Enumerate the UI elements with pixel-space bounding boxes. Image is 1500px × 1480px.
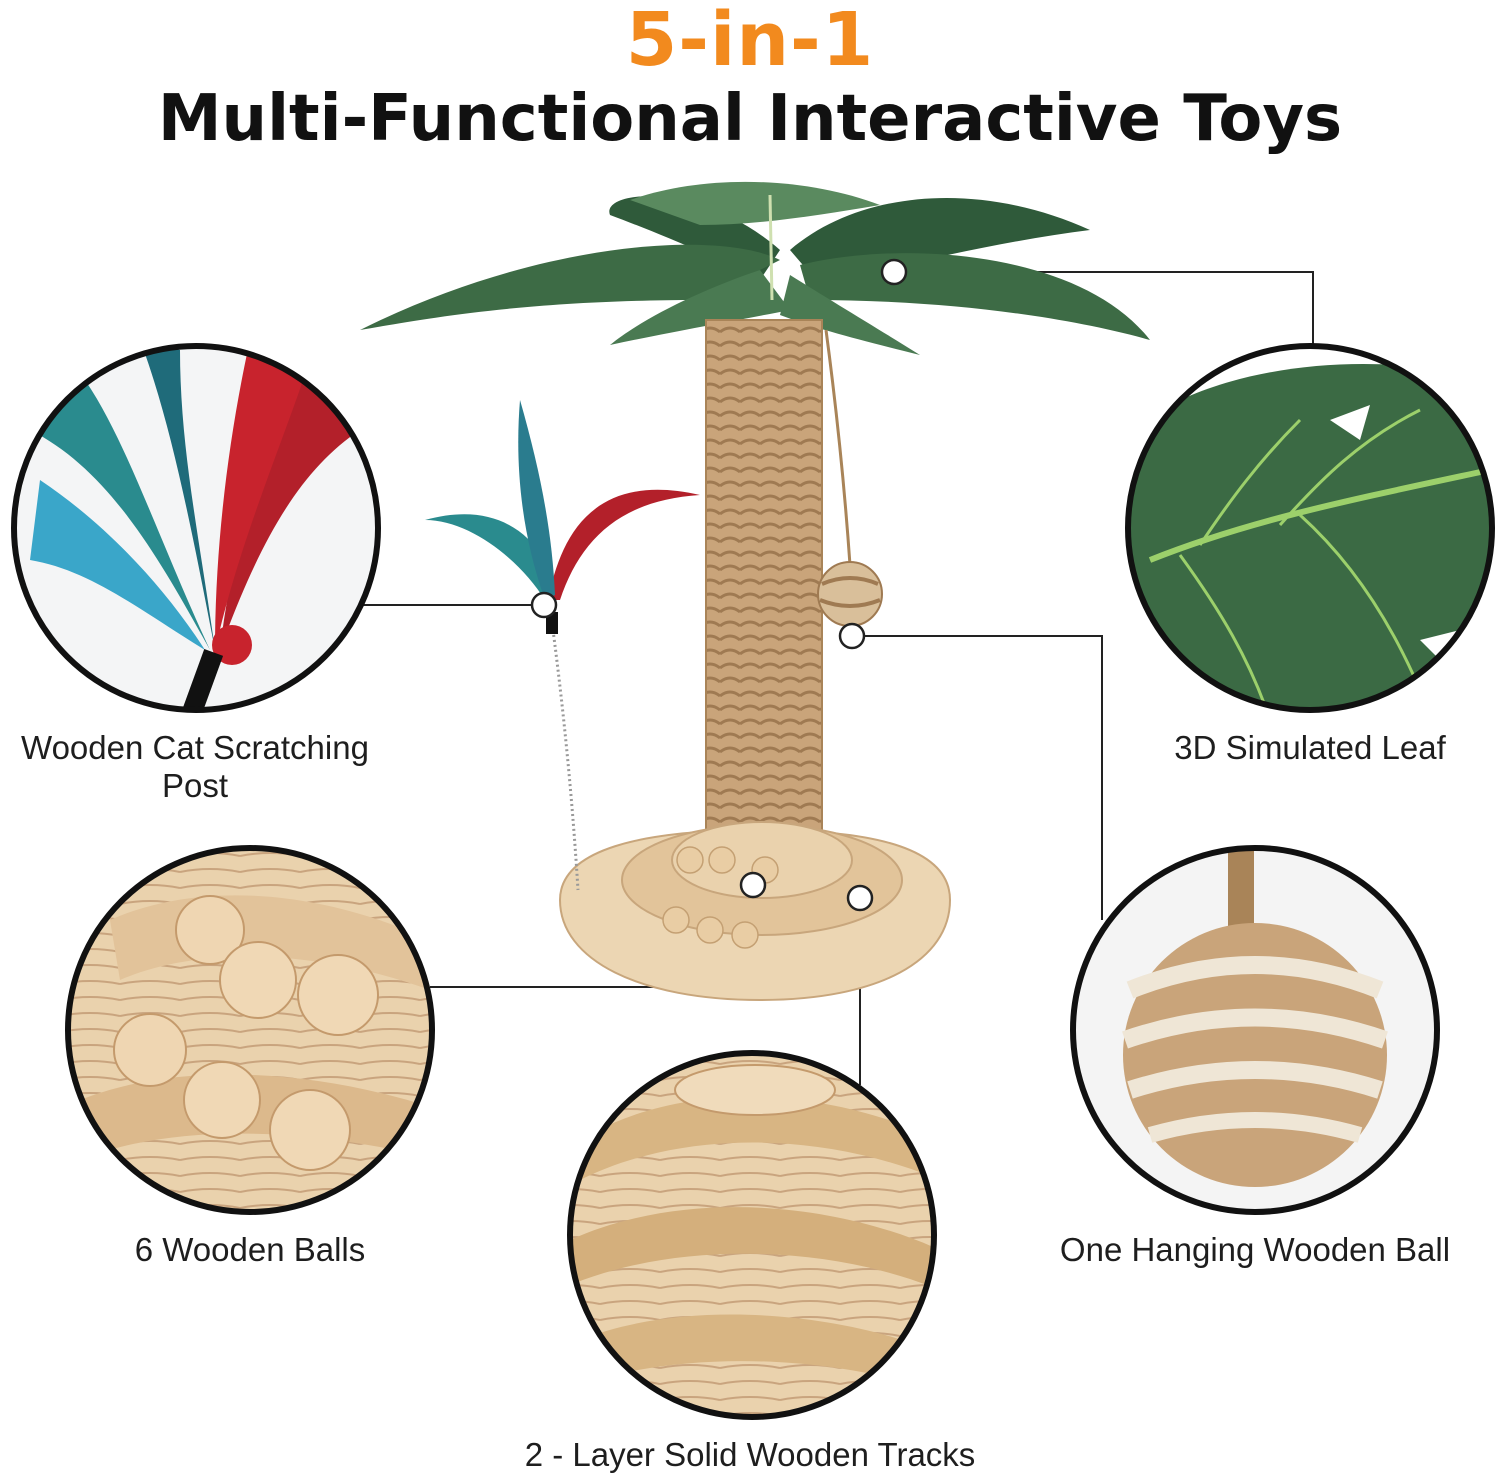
wooden-balls-closeup <box>65 845 435 1215</box>
headline-number: 5-in-1 <box>625 0 875 83</box>
caption-scratching-post-line2: Post <box>161 767 229 804</box>
caption-scratching-post-line1: Wooden Cat Scratching <box>21 729 369 766</box>
caption-wooden-balls: 6 Wooden Balls <box>134 1231 366 1268</box>
caption-wooden-tracks: 2 - Layer Solid Wooden Tracks <box>524 1436 976 1473</box>
caption-hanging-ball: One Hanging Wooden Ball <box>1059 1231 1451 1268</box>
sisal-ball-closeup <box>1070 845 1440 1215</box>
wooden-base <box>558 821 952 1002</box>
leaf-closeup <box>1125 343 1495 713</box>
hanging-ball <box>817 561 883 627</box>
wooden-tracks-closeup <box>567 1050 937 1420</box>
marker-dots <box>530 258 908 912</box>
scratching-post <box>706 320 822 830</box>
caption-simulated-leaf: 3D Simulated Leaf <box>1174 729 1446 766</box>
headline-subtitle: Multi-Functional Interactive Toys <box>157 82 1343 156</box>
feather-wand-closeup <box>11 343 381 713</box>
caption-scratching-post: Wooden Cat Scratching Post <box>0 729 390 805</box>
feather-wand <box>425 400 700 891</box>
